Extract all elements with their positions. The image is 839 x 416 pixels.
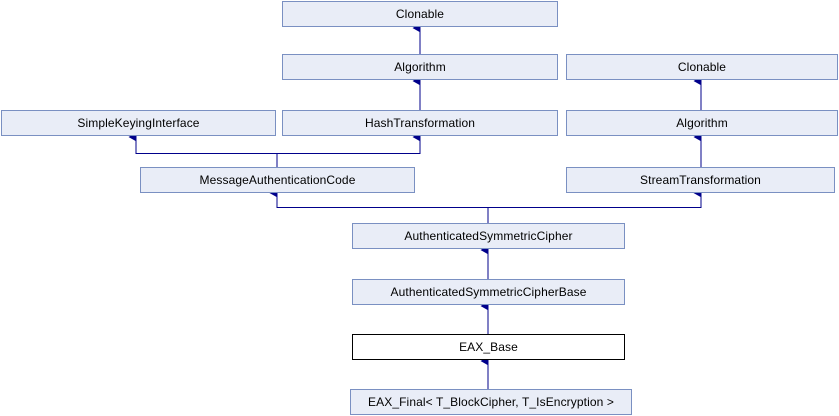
class-node-simplekeyinginterface[interactable]: SimpleKeyingInterface xyxy=(1,110,276,136)
class-node-authenticatedsymmetriccipher[interactable]: AuthenticatedSymmetricCipher xyxy=(352,223,625,249)
class-node-hashtransformation[interactable]: HashTransformation xyxy=(282,110,558,136)
class-node-algorithm-middle[interactable]: Algorithm xyxy=(282,54,558,80)
class-node-clonable-right[interactable]: Clonable xyxy=(566,54,838,80)
class-node-streamtransformation[interactable]: StreamTransformation xyxy=(566,167,835,193)
class-node-authenticatedsymmetriccipherbase[interactable]: AuthenticatedSymmetricCipherBase xyxy=(352,279,625,305)
class-node-algorithm-right[interactable]: Algorithm xyxy=(566,110,838,136)
class-node-eax-base[interactable]: EAX_Base xyxy=(352,334,625,360)
class-node-clonable-top[interactable]: Clonable xyxy=(282,1,558,27)
class-node-messageauthenticationcode[interactable]: MessageAuthenticationCode xyxy=(140,167,415,193)
class-node-eax-final[interactable]: EAX_Final< T_BlockCipher, T_IsEncryption… xyxy=(350,389,632,415)
